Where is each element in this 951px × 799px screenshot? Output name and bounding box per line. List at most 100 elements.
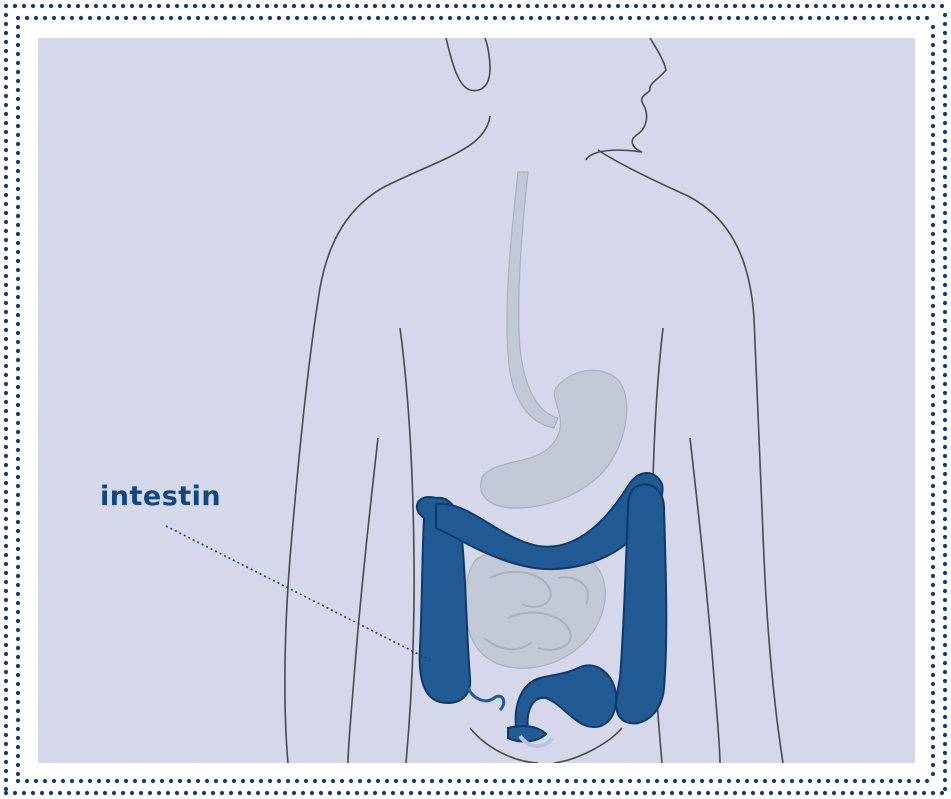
frame-dot (16, 214, 20, 218)
frame-dot (4, 445, 8, 449)
frame-dot (16, 655, 20, 659)
frame-dot (580, 4, 584, 8)
frame-dot (943, 175, 947, 179)
frame-dot (16, 70, 20, 74)
frame-dot (943, 265, 947, 269)
frame-dot (481, 791, 485, 795)
frame-dot (4, 355, 8, 359)
frame-dot (94, 4, 98, 8)
frame-dot (700, 16, 704, 20)
frame-dot (931, 664, 935, 668)
frame-dot (943, 328, 947, 332)
frame-dot (682, 16, 686, 20)
frame-dot (727, 16, 731, 20)
frame-dot (943, 337, 947, 341)
frame-dot (454, 791, 458, 795)
frame-dot (16, 430, 20, 434)
frame-dot (943, 409, 947, 413)
frame-dot (931, 493, 935, 497)
frame-dot (16, 97, 20, 101)
frame-dot (931, 223, 935, 227)
head-back-line (446, 38, 490, 91)
frame-dot (22, 791, 26, 795)
frame-dot (931, 700, 935, 704)
frame-dot (511, 779, 515, 783)
frame-dot (931, 457, 935, 461)
frame-dot (706, 791, 710, 795)
frame-dot (4, 139, 8, 143)
frame-dot (562, 791, 566, 795)
left-hip-line (348, 438, 378, 763)
frame-dot (661, 4, 665, 8)
frame-dot (931, 466, 935, 470)
frame-dot (436, 791, 440, 795)
frame-dot (787, 791, 791, 795)
frame-dot (16, 349, 20, 353)
frame-dot (112, 791, 116, 795)
frame-dot (931, 331, 935, 335)
frame-dot (502, 16, 506, 20)
frame-dot (745, 779, 749, 783)
frame-dot (688, 4, 692, 8)
frame-dot (931, 763, 935, 767)
frame-dot (499, 4, 503, 8)
frame-dot (4, 391, 8, 395)
frame-dot (4, 652, 8, 656)
frame-dot (166, 791, 170, 795)
frame-dot (943, 184, 947, 188)
frame-dot (196, 16, 200, 20)
frame-dot (103, 4, 107, 8)
frame-dot (781, 16, 785, 20)
frame-dot (448, 16, 452, 20)
frame-dot (382, 4, 386, 8)
frame-dot (781, 779, 785, 783)
frame-dot (115, 779, 119, 783)
frame-dot (943, 517, 947, 521)
frame-dot (4, 364, 8, 368)
frame-dot (943, 418, 947, 422)
frame-dot (16, 691, 20, 695)
frame-dot (238, 791, 242, 795)
frame-dot (16, 106, 20, 110)
frame-dot (4, 265, 8, 269)
frame-dot (913, 791, 917, 795)
frame-dot (931, 772, 935, 776)
frame-dot (931, 52, 935, 56)
frame-dot (931, 709, 935, 713)
frame-dot (16, 601, 20, 605)
frame-dot (364, 791, 368, 795)
frame-dot (4, 319, 8, 323)
frame-dot (886, 791, 890, 795)
frame-dot (574, 16, 578, 20)
frame-dot (880, 16, 884, 20)
frame-dot (931, 610, 935, 614)
frame-dot (931, 151, 935, 155)
frame-dot (943, 679, 947, 683)
frame-dot (760, 791, 764, 795)
frame-dot (16, 538, 20, 542)
frame-dot (121, 4, 125, 8)
frame-dot (4, 580, 8, 584)
frame-dot (184, 791, 188, 795)
frame-dot (346, 4, 350, 8)
frame-dot (634, 791, 638, 795)
frame-dot (646, 779, 650, 783)
frame-dot (943, 481, 947, 485)
frame-dot (16, 34, 20, 38)
frame-dot (16, 88, 20, 92)
frame-dot (292, 4, 296, 8)
frame-dot (895, 4, 899, 8)
frame-dot (4, 94, 8, 98)
frame-dot (4, 634, 8, 638)
frame-dot (673, 779, 677, 783)
frame-dot (922, 791, 926, 795)
frame-dot (943, 310, 947, 314)
frame-dot (4, 706, 8, 710)
esophagus (507, 172, 558, 428)
frame-dot (337, 4, 341, 8)
frame-dot (346, 791, 350, 795)
frame-dot (349, 779, 353, 783)
frame-dot (16, 277, 20, 281)
frame-dot (259, 16, 263, 20)
frame-dot (700, 779, 704, 783)
